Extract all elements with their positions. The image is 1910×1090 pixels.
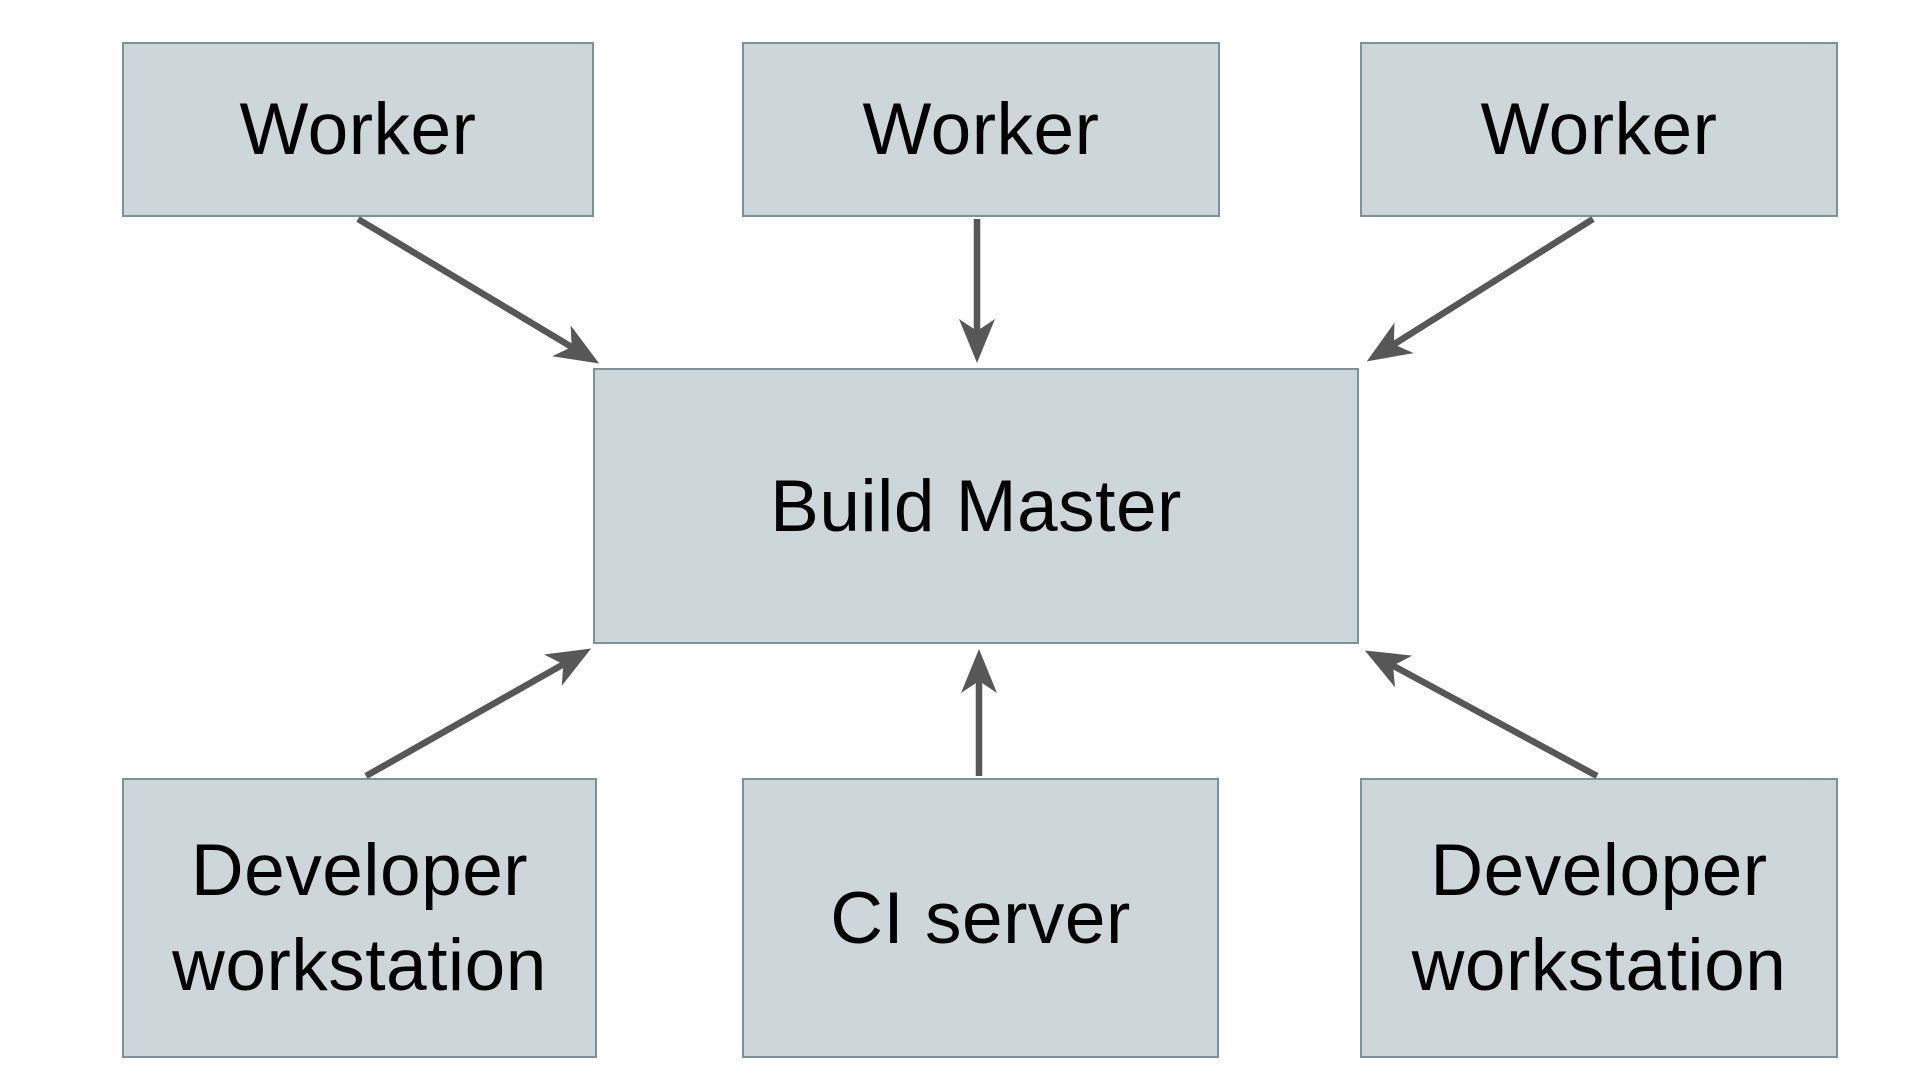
node-worker-1-label: Worker [239, 89, 477, 170]
node-build-master-label: Build Master [770, 465, 1182, 547]
node-worker-2-label: Worker [862, 89, 1100, 170]
arrow-devleft-to-buildmaster [364, 648, 592, 779]
node-developer-workstation-left: Developer workstation [122, 778, 597, 1058]
node-developer-workstation-right: Developer workstation [1360, 778, 1838, 1058]
node-developer-workstation-right-label: Developer workstation [1411, 830, 1787, 1006]
node-worker-3: Worker [1360, 42, 1838, 217]
node-build-master: Build Master [593, 368, 1359, 644]
node-ci-server: CI server [742, 778, 1219, 1058]
node-developer-workstation-left-label: Developer workstation [172, 830, 547, 1006]
node-ci-server-label: CI server [830, 877, 1131, 959]
node-worker-2: Worker [742, 42, 1220, 217]
arrow-worker1-to-buildmaster [356, 216, 600, 364]
arrow-worker3-to-buildmaster [1366, 216, 1595, 362]
node-worker-1: Worker [122, 42, 594, 217]
node-worker-3-label: Worker [1480, 89, 1718, 170]
arrow-devright-to-buildmaster [1364, 650, 1599, 779]
